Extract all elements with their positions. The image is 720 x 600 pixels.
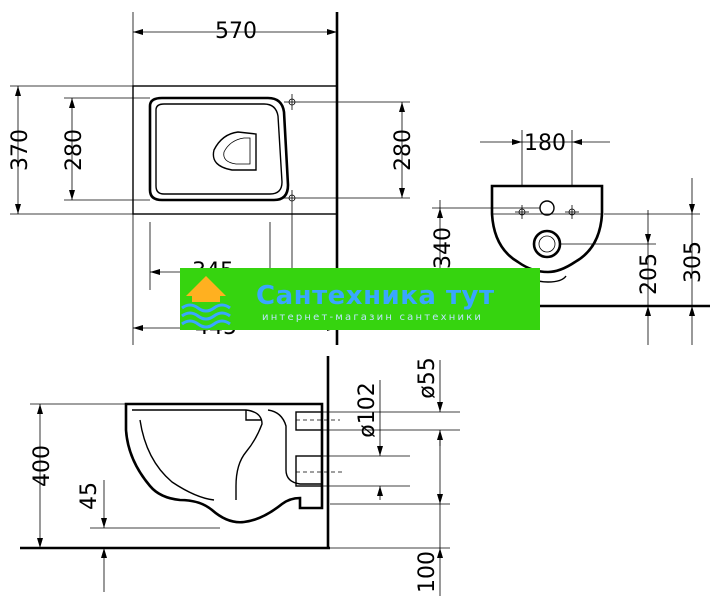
outlet-inner-top xyxy=(223,137,251,165)
watermark-title: Сантехника тут xyxy=(256,281,495,311)
dim-100: 100 xyxy=(415,551,440,593)
watermark-logo-icon xyxy=(181,276,231,329)
bowl-outline-side xyxy=(124,402,324,524)
rim-outline-top xyxy=(148,96,290,202)
watermark-banner: Сантехника тут интернет-магазин сантехни… xyxy=(180,268,540,330)
dim-d102: ø102 xyxy=(355,382,380,437)
dim-180: 180 xyxy=(524,131,566,156)
dim-570: 570 xyxy=(215,19,257,44)
side-view: 400 45 ø55 ø102 100 xyxy=(20,356,460,596)
dim-305: 305 xyxy=(681,241,706,283)
watermark-subtitle: интернет-магазин сантехники xyxy=(262,312,483,323)
dim-205: 205 xyxy=(637,253,662,295)
bowl-outline-front xyxy=(490,184,604,274)
dim-280-left: 280 xyxy=(62,129,87,171)
fixing-point-upper xyxy=(284,94,300,110)
rim-inner-top xyxy=(155,103,283,195)
watermark-background xyxy=(180,268,540,330)
dim-400: 400 xyxy=(30,445,55,487)
rim-inner-side xyxy=(132,409,263,500)
fixing-point-lower xyxy=(284,190,300,206)
dim-45: 45 xyxy=(77,482,102,510)
dim-280-right: 280 xyxy=(391,129,416,171)
dim-d55: ø55 xyxy=(415,357,440,398)
outlet-side xyxy=(295,455,323,487)
inlet-side xyxy=(295,411,323,431)
bowl-outline-top xyxy=(132,85,338,215)
dim-370: 370 xyxy=(8,129,33,171)
hole-center-top xyxy=(539,200,555,216)
outlet-top xyxy=(212,131,257,171)
dim-340: 340 xyxy=(431,227,456,269)
outlet-front xyxy=(532,229,562,259)
